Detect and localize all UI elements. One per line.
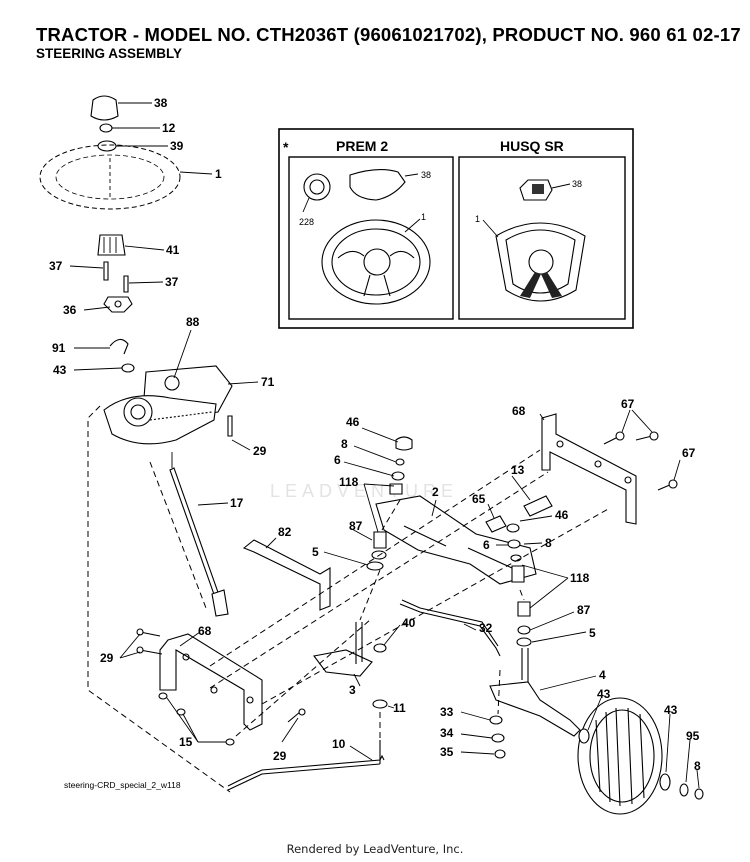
callout-29-lower: 29: [273, 749, 287, 763]
callout-67-top: 67: [621, 397, 635, 411]
callout-68-right: 68: [512, 404, 526, 418]
inset-right-label-1: 1: [475, 214, 480, 224]
callout-37-right: 37: [165, 275, 179, 289]
callout-29-upper: 29: [253, 444, 267, 458]
bracket-68-left-part: [159, 633, 263, 731]
inset-right-title: HUSQ SR: [500, 138, 564, 154]
bracket-68-right-part: [541, 413, 637, 525]
callout-37-left: 37: [49, 259, 63, 273]
callout-68-left: 68: [198, 624, 212, 638]
page-title: TRACTOR - MODEL NO. CTH2036T (9606102170…: [36, 24, 741, 45]
callout-10: 10: [332, 737, 346, 751]
callout-5-center: 5: [312, 545, 319, 559]
callout-39: 39: [170, 139, 184, 153]
inset-left-panel: [288, 156, 454, 320]
tie-rod-part: [399, 603, 501, 657]
cap-part: [90, 95, 119, 121]
adapter-part: [97, 234, 126, 256]
callout-17: 17: [230, 496, 244, 510]
callout-4: 4: [599, 668, 606, 682]
inset-marker: *: [283, 139, 289, 155]
callout-46-center: 46: [346, 415, 360, 429]
callout-95: 95: [686, 729, 700, 743]
callout-38: 38: [154, 96, 168, 110]
callout-8-right: 8: [545, 536, 552, 550]
callout-40: 40: [402, 616, 416, 630]
callout-34: 34: [440, 726, 454, 740]
watermark-text: LEADVENTURE: [270, 481, 458, 501]
callout-5-right: 5: [589, 626, 596, 640]
inset-left-title: PREM 2: [336, 138, 388, 154]
inset-right-panel: [458, 156, 626, 320]
callout-43-wheel: 43: [597, 687, 611, 701]
callout-6-center: 6: [334, 453, 341, 467]
diagram-caption: steering-CRD_special_2_w118: [64, 780, 181, 790]
parts-art: [39, 95, 704, 815]
callout-35: 35: [440, 745, 454, 759]
callout-65: 65: [472, 492, 486, 506]
inset-right-label-38: 38: [572, 179, 582, 189]
callout-3: 3: [349, 683, 356, 697]
callout-82: 82: [278, 525, 292, 539]
callout-8-center: 8: [341, 437, 348, 451]
callout-1: 1: [215, 167, 222, 181]
callout-87-right: 87: [577, 603, 591, 617]
callout-11: 11: [393, 701, 406, 715]
page-subtitle: STEERING ASSEMBLY: [36, 46, 183, 61]
callout-71: 71: [261, 375, 275, 389]
callout-13: 13: [511, 463, 525, 477]
callout-8-wheel: 8: [694, 759, 701, 773]
callout-12: 12: [162, 121, 176, 135]
sector-gear-part: [103, 395, 217, 445]
steering-wheel-part: [39, 144, 181, 210]
callout-43-left: 43: [53, 363, 67, 377]
leader-lines: [69, 102, 700, 789]
callout-46-right: 46: [555, 508, 569, 522]
pitman-arm-part: [313, 649, 373, 677]
bushing-part: [103, 296, 133, 313]
spindle-part: [489, 681, 581, 737]
bracket-82-part: [242, 539, 331, 611]
callout-87-center: 87: [349, 519, 363, 533]
steering-shaft-part: [169, 467, 221, 601]
callout-41: 41: [166, 243, 180, 257]
callouts: 38 12 39 1 41 37 37 36 88 91 71 43 29 17…: [49, 96, 701, 773]
callout-2: 2: [432, 485, 439, 499]
prem2-steering-wheel-art: 38 228 1: [299, 169, 431, 305]
husqsr-steering-wheel-art: 38 1: [475, 179, 586, 302]
inset-left-label-1: 1: [421, 212, 426, 222]
callout-88: 88: [186, 315, 200, 329]
inset-left-label-228: 228: [299, 217, 314, 227]
callout-43-hub: 43: [664, 703, 678, 717]
inset-left-label-38: 38: [421, 170, 431, 180]
footer-credit: Rendered by LeadVenture, Inc.: [286, 842, 464, 856]
callout-32: 32: [479, 621, 493, 635]
callout-29-left: 29: [100, 651, 114, 665]
callout-118-center: 118: [339, 475, 359, 489]
callout-15: 15: [179, 735, 193, 749]
drag-link-part: [227, 754, 385, 787]
inset-box: * PREM 2 HUSQ SR 38 228 1 38: [278, 128, 634, 329]
callout-36: 36: [63, 303, 77, 317]
callout-118-right: 118: [570, 571, 590, 585]
callout-33: 33: [440, 705, 454, 719]
callout-6-right: 6: [483, 538, 490, 552]
callout-67-right: 67: [682, 446, 696, 460]
tube-13-part: [523, 495, 553, 517]
callout-91: 91: [52, 341, 66, 355]
